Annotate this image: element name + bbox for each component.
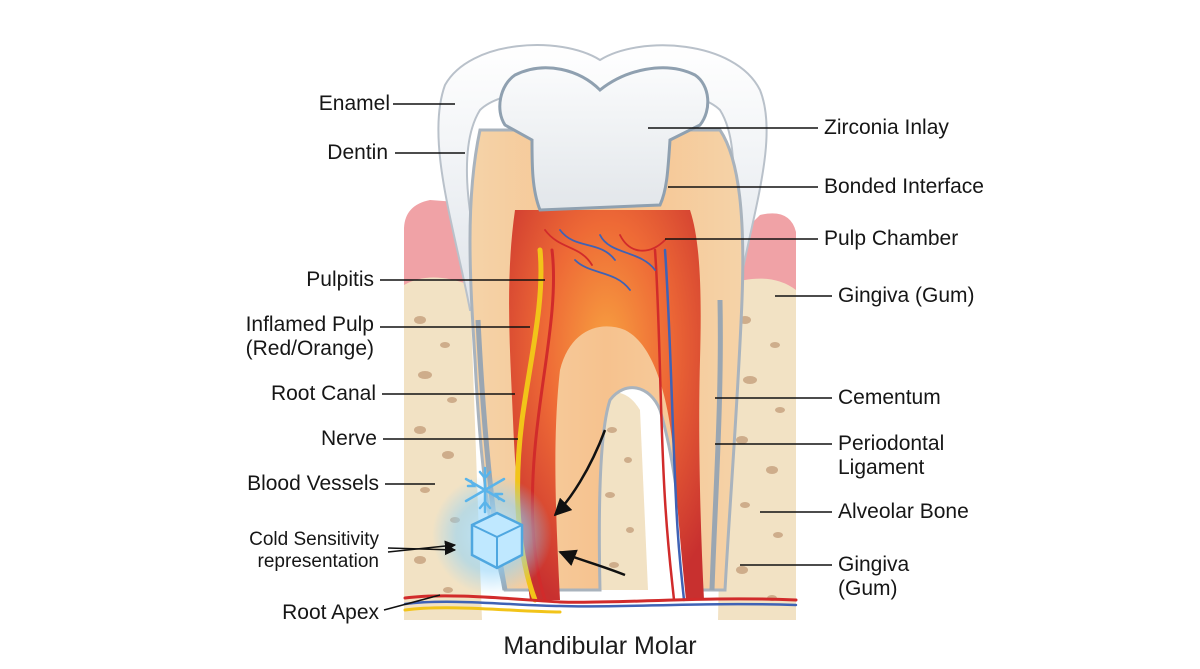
label-pulpitis: Pulpitis	[306, 268, 374, 291]
snowflake-icon	[464, 466, 506, 514]
label-blood-vessels: Blood Vessels	[247, 472, 379, 495]
label-inflamed-pulp-line1: Inflamed Pulp	[245, 313, 374, 336]
label-inflamed-pulp-line2: (Red/Orange)	[245, 337, 374, 360]
label-cold-sensitivity-line2: representation	[257, 551, 379, 572]
leader-lines-right	[648, 127, 832, 566]
label-gingiva-upper: Gingiva (Gum)	[838, 284, 975, 307]
label-periodontal-line2: Ligament	[838, 456, 925, 479]
label-bonded-interface: Bonded Interface	[824, 175, 984, 198]
label-enamel: Enamel	[318, 92, 390, 115]
label-cold-sensitivity: Cold Sensitivity representation	[249, 529, 379, 573]
diagram-caption: Mandibular Molar	[503, 632, 697, 660]
cementum-outline	[709, 299, 723, 591]
label-periodontal-ligament: Periodontal Ligament	[838, 432, 944, 480]
label-pulp-chamber: Pulp Chamber	[824, 227, 959, 250]
label-zirconia-inlay: Zirconia Inlay	[824, 116, 949, 139]
zirconia-inlay	[498, 66, 710, 212]
label-inflamed-pulp: Inflamed Pulp (Red/Orange)	[246, 313, 374, 361]
label-gingiva-lower: Gingiva (Gum)	[838, 553, 909, 601]
pulp-chamber	[509, 210, 704, 600]
label-cementum: Cementum	[838, 386, 941, 409]
alveolar-bone-center	[595, 392, 648, 590]
label-nerve: Nerve	[320, 427, 377, 450]
label-gingiva-lower-line2: (Gum)	[838, 577, 898, 600]
label-gingiva-lower-line1: Gingiva	[838, 553, 910, 576]
label-root-apex: Root Apex	[282, 601, 379, 624]
label-dentin: Dentin	[327, 141, 388, 164]
cold-flow-arrows	[553, 429, 626, 577]
label-periodontal-line1: Periodontal	[838, 432, 945, 455]
label-alveolar-bone: Alveolar Bone	[838, 500, 969, 523]
ice-cube-icon	[470, 511, 524, 570]
label-root-canal: Root Canal	[270, 382, 376, 405]
label-cold-sensitivity-line1: Cold Sensitivity	[249, 529, 379, 550]
bone-pores	[414, 316, 785, 601]
leader-lines-left	[380, 103, 545, 611]
